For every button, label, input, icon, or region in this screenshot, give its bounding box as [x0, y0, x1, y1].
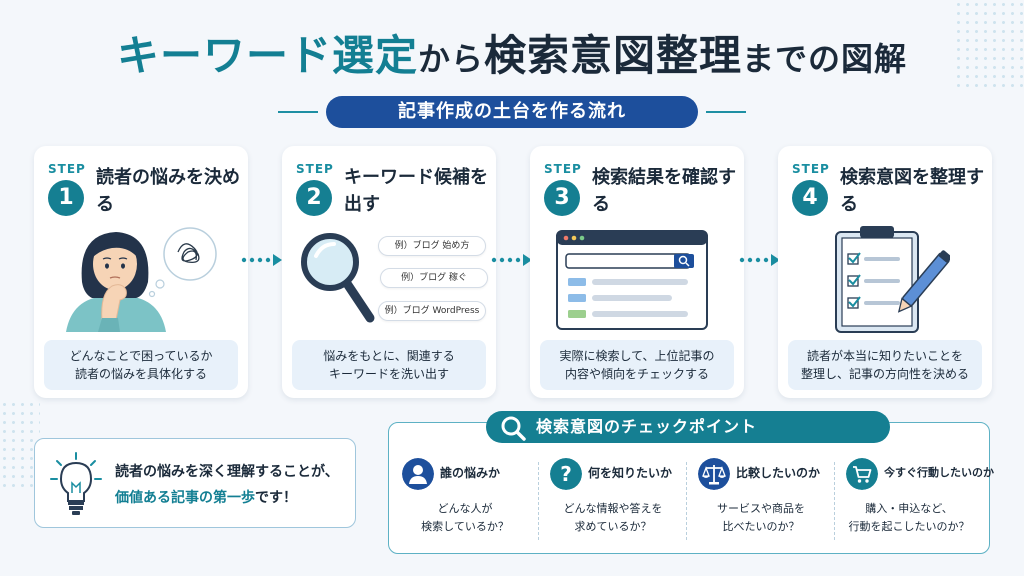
page-title: キーワード選定から検索意図整理までの図解	[116, 31, 908, 80]
step-card-3: STEP 3 検索結果を確認する 実際に検索して、上位記事の 内容や傾向をチェッ…	[530, 146, 744, 398]
step-number: 3	[544, 180, 580, 216]
step-title: 検索意図を整理する	[840, 167, 984, 215]
checkpoint-description: どんな情報や答えを 求めているか？	[540, 500, 686, 536]
clipboard-checklist-icon	[835, 226, 950, 333]
keyword-chip: 例）ブログ 始め方	[378, 236, 486, 256]
checkpoint-heading: 今すぐ行動したいのか	[884, 466, 994, 479]
divider	[686, 462, 687, 540]
checkpoint-description-line: どんな情報や答えを	[563, 502, 663, 515]
worried-woman-icon	[66, 227, 217, 332]
dotted-arrow-icon	[739, 254, 780, 266]
dotted-arrow-icon	[241, 254, 282, 266]
subtitle-pill: 記事作成の土台を作る流れ	[326, 96, 698, 128]
step-card-4: STEP 4 検索意図を整理する 読者が本当に知りたいことを 整理し、記事の方向…	[778, 146, 992, 398]
tip-text-line: 読者の悩みを深く理解することが、	[115, 464, 339, 480]
dotted-arrow-icon	[491, 254, 532, 266]
checkpoint-heading: 比較したいのか	[736, 466, 821, 480]
step-label: STEP	[792, 162, 830, 176]
checkpoint-panel	[388, 422, 990, 554]
step-description: 読者が本当に知りたいことを 整理し、記事の方向性を決める	[788, 340, 982, 390]
step-label: STEP	[48, 162, 86, 176]
step-card-1: STEP 1 読者の悩みを決める どんなことで困っているか 読者の悩みを具体化す…	[34, 146, 248, 398]
step-description-line: 実際に検索して、上位記事の	[559, 349, 715, 363]
tip-highlight: 価値ある記事の第一歩	[115, 490, 255, 506]
checkpoint-description: サービスや商品を 比べたいのか？	[688, 500, 834, 536]
step-number: 4	[792, 180, 828, 216]
tip-text-end: です！	[255, 490, 297, 506]
checkpoint-item-who: 誰の悩みか どんな人が 検索しているか？	[392, 454, 538, 546]
step-description-line: 読者が本当に知りたいことを	[806, 349, 963, 363]
subtitle-rule-left	[278, 111, 318, 113]
step-label: STEP	[544, 162, 582, 176]
step-description-line: キーワードを洗い出す	[328, 367, 449, 381]
checkpoint-item-action: 今すぐ行動したいのか 購入・申込など、 行動を起こしたいのか？	[836, 454, 994, 546]
checkpoint-title: 検索意図のチェックポイント	[486, 411, 890, 443]
search-icon	[501, 416, 526, 441]
step-description: 悩みをもとに、関連する キーワードを洗い出す	[292, 340, 486, 390]
divider	[538, 462, 539, 540]
tip-text-line: 価値ある記事の第一歩です！	[115, 485, 351, 511]
search-results-browser-icon	[556, 230, 708, 330]
checkpoint-title-text: 検索意図のチェックポイント	[536, 417, 758, 436]
step-description-line: 内容や傾向をチェックする	[564, 367, 709, 381]
step-number: 2	[296, 180, 332, 216]
step-title: キーワード候補を出す	[344, 167, 488, 215]
checkpoint-description-line: 行動を起こしたいのか？	[848, 520, 970, 533]
checkpoint-description-line: 比べたいのか？	[722, 520, 800, 533]
step-description-line: 整理し、記事の方向性を決める	[800, 367, 969, 381]
step-description: どんなことで困っているか 読者の悩みを具体化する	[44, 340, 238, 390]
lightbulb-icon	[50, 452, 102, 515]
step-description: 実際に検索して、上位記事の 内容や傾向をチェックする	[540, 340, 734, 390]
scale-icon	[698, 458, 730, 490]
step-title: 読者の悩みを決める	[96, 167, 240, 215]
checkpoint-description-line: 検索しているか？	[421, 520, 509, 533]
checkpoint-heading: 何を知りたいか	[588, 466, 673, 480]
person-icon	[402, 458, 434, 490]
tip-box: 読者の悩みを深く理解することが、 価値ある記事の第一歩です！	[34, 438, 356, 528]
checkpoint-item-what: ? 何を知りたいか どんな情報や答えを 求めているか？	[540, 454, 686, 546]
step-description-line: 読者の悩みを具体化する	[74, 367, 207, 381]
question-icon: ?	[550, 458, 582, 490]
step-description-line: どんなことで困っているか	[69, 349, 213, 363]
keyword-chip: 例）ブログ WordPress	[378, 301, 486, 321]
checkpoint-description-line: どんな人が	[437, 502, 493, 515]
cart-icon	[846, 458, 878, 490]
decor-dots-top-right	[954, 0, 1024, 90]
checkpoint-item-compare: 比較したいのか サービスや商品を 比べたいのか？	[688, 454, 834, 546]
step-description-line: 悩みをもとに、関連する	[323, 349, 455, 363]
checkpoint-description: 購入・申込など、 行動を起こしたいのか？	[836, 500, 982, 536]
decor-dots-bottom-left	[0, 400, 40, 490]
step-title: 検索結果を確認する	[592, 167, 736, 215]
tip-text: 読者の悩みを深く理解することが、 価値ある記事の第一歩です！	[115, 459, 351, 511]
divider	[834, 462, 835, 540]
subtitle-rule-right	[706, 111, 746, 113]
checkpoint-heading: 誰の悩みか	[440, 466, 501, 480]
checkpoint-description: どんな人が 検索しているか？	[392, 500, 538, 536]
step-label: STEP	[296, 162, 334, 176]
checkpoint-description-line: サービスや商品を	[717, 502, 805, 515]
svg-text:?: ?	[560, 462, 572, 486]
step-number: 1	[48, 180, 84, 216]
checkpoint-description-line: 求めているか？	[574, 520, 652, 533]
step-card-2: STEP 2 キーワード候補を出す 例）ブログ 始め方 例）ブログ 稼ぐ 例）ブ…	[282, 146, 496, 398]
checkpoint-description-line: 購入・申込など、	[865, 502, 953, 515]
keyword-chip: 例）ブログ 稼ぐ	[380, 268, 488, 288]
magnifier-icon	[301, 233, 375, 323]
